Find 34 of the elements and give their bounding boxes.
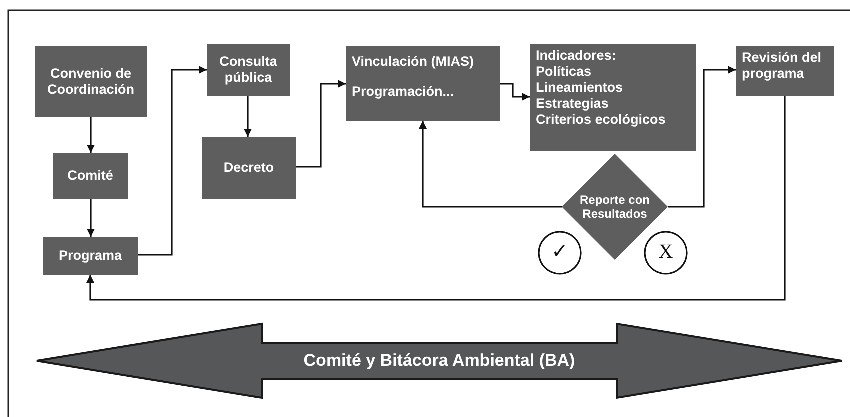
process-box (202, 137, 296, 199)
node-label: Revisión del programa (742, 50, 823, 82)
connector-arrow (296, 80, 346, 168)
node-label: Políticas (536, 64, 592, 80)
node-label: Criterios ecológicos (536, 112, 666, 128)
node-label: Convenio de Coordinación (46, 66, 136, 98)
connector-arrow (138, 66, 207, 256)
node-label: Programación... (352, 84, 454, 100)
node-label: Consulta pública (218, 54, 278, 86)
connector-arrow (500, 83, 530, 101)
connector-arrow (87, 117, 95, 153)
node-label: Programa (58, 248, 122, 264)
arrow-label: Comité y Bitácora Ambiental (BA) (304, 350, 576, 372)
process-box (43, 237, 138, 275)
node-label: Vinculación (MIAS) (352, 54, 474, 70)
node-label: Decreto (224, 160, 274, 176)
node-label: Comité (68, 168, 114, 184)
node-label: Estrategias (536, 96, 609, 112)
process-box (35, 46, 147, 117)
process-box (346, 46, 500, 121)
connector-arrow (86, 96, 786, 301)
node-label: Reporte con Resultados (578, 192, 651, 222)
connector-arrow (244, 96, 252, 137)
process-box (53, 153, 128, 199)
connector-arrow (87, 199, 95, 237)
connector-arrow (668, 66, 736, 208)
symbol-text: ✓ (552, 241, 568, 265)
node-label: Lineamientos (536, 80, 624, 96)
node-label: Indicadores: (536, 48, 616, 64)
connector-arrow (419, 121, 562, 208)
process-box (207, 44, 290, 96)
symbol-text: X (658, 241, 674, 265)
process-box (736, 46, 834, 96)
process-box (530, 44, 696, 151)
